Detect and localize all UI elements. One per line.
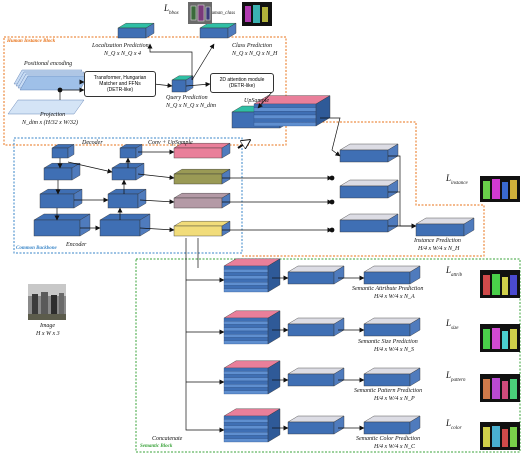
instance-mask-icon	[480, 176, 520, 202]
semantic-out-attrib	[363, 265, 421, 285]
transformer-line-1: Transformer, Hungarian	[93, 75, 147, 81]
semantic-out-color	[363, 415, 421, 435]
semantic-mid-attrib	[287, 265, 345, 285]
common-backbone-border	[13, 137, 243, 254]
decoder-cube-3	[107, 188, 147, 209]
attention-box: 2D attention module (DETR-like)	[210, 73, 274, 93]
semantic-stack-color	[223, 408, 281, 443]
feature-yellow	[173, 220, 231, 237]
attrib-title: Semantic Attribute Prediction	[352, 286, 424, 292]
attention-line-1: 2D attention module	[219, 77, 265, 83]
instance-region-border	[242, 121, 485, 257]
loss-size: Lsize	[446, 318, 459, 331]
common-backbone-title: Common Backbone	[16, 246, 57, 251]
feature-olive	[173, 168, 231, 185]
projection-dims: N_dim x (H/32 x W/32)	[22, 120, 78, 126]
instance-stack-pink	[253, 95, 331, 127]
semantic-mid-color	[287, 415, 345, 435]
color-mask-icon	[480, 422, 520, 450]
semantic-mid-size	[287, 317, 345, 337]
semantic-stack-attrib	[223, 258, 281, 293]
attrib-mask-icon	[480, 270, 520, 298]
semantic-out-size	[363, 317, 421, 337]
size-dims: H/4 x W/4 x N_S	[374, 347, 414, 353]
upsample-top-label: UpSample	[244, 98, 269, 104]
pattern-dims: H/4 x W/4 x N_P	[374, 396, 415, 402]
semantic-stack-pattern	[223, 360, 281, 395]
instance-title: Instance Prediction	[414, 238, 461, 244]
localization-cube	[117, 22, 155, 39]
attrib-dims: H/4 x W/4 x N_A	[374, 294, 415, 300]
instance-output	[415, 217, 475, 237]
projection-title: Projection	[40, 112, 66, 118]
loss-pattern: Lpattern	[446, 370, 466, 383]
positional-encoding-sheet	[19, 75, 89, 91]
encoder-cube-2	[43, 162, 81, 181]
bbox-mask-icon	[188, 2, 212, 24]
size-title: Semantic Size Prediction	[358, 339, 418, 345]
instance-gray-1	[339, 143, 399, 163]
feature-mauve	[173, 192, 231, 209]
transformer-box: Transformer, Hungarian Matcher and FFNs …	[84, 71, 156, 97]
query-cube	[171, 75, 194, 93]
decoder-label: Decoder	[82, 140, 103, 146]
class-title: Class Prediction	[232, 43, 272, 49]
semantic-mid-pattern	[287, 367, 345, 387]
decoder-cube-4	[99, 213, 151, 237]
loss-bbox: Lbbox	[164, 3, 179, 16]
concatenate-label: Concatenate	[152, 436, 183, 442]
class-cube	[199, 22, 237, 39]
conv-upsample-label: Conv + UpSample	[148, 140, 193, 146]
loss-color: Lcolor	[446, 418, 462, 431]
localization-dims: N_Q x N_Q x 4	[104, 51, 141, 57]
color-title: Semantic Color Prediction	[356, 436, 421, 442]
input-photo-image-icon	[28, 284, 66, 320]
pattern-title: Semantic Pattern Prediction	[354, 388, 423, 394]
instance-dims: H/4 x W/4 x N_H	[418, 246, 460, 252]
encoder-cube-4	[33, 213, 91, 237]
transformer-line-3: (DETR-like)	[106, 87, 134, 93]
loss-attrib: Lattrib	[446, 265, 463, 278]
encoder-label: Encoder	[66, 242, 87, 248]
color-dims: H/4 x W/4 x N_C	[374, 444, 415, 450]
decoder-cube-1	[119, 144, 143, 159]
semantic-block-border	[135, 258, 521, 453]
projection-sheet	[7, 99, 85, 115]
semantic-block-title: Semantic Block	[140, 444, 173, 449]
query-dims: N_Q x N_Q x N_dim	[166, 103, 216, 109]
image-dims: H x W x 3	[36, 331, 60, 337]
attention-line-2: (DETR-like)	[228, 83, 256, 89]
instance-gray-3	[339, 213, 399, 233]
transformer-line-2: Matcher and FFNs	[99, 81, 141, 87]
semantic-out-pattern	[363, 367, 421, 387]
query-title: Query Prediction	[166, 95, 208, 101]
size-mask-icon	[480, 324, 520, 352]
localization-title: Localization Prediction	[92, 43, 149, 49]
loss-instance: Linstance	[446, 173, 468, 186]
human-instance-block-title: Human Instance Block	[7, 39, 56, 44]
encoder-cube-3	[39, 188, 83, 209]
semantic-stack-size	[223, 310, 281, 345]
pattern-mask-icon	[480, 374, 520, 402]
image-title: Image	[40, 323, 55, 329]
class-dims: N_Q x N_Q x N_H	[232, 51, 278, 57]
instance-gray-2	[339, 179, 399, 199]
encoder-cube-1	[51, 144, 75, 159]
positional-encoding-label: Positional encoding	[24, 61, 73, 67]
human-class-mask-icon	[242, 2, 272, 26]
